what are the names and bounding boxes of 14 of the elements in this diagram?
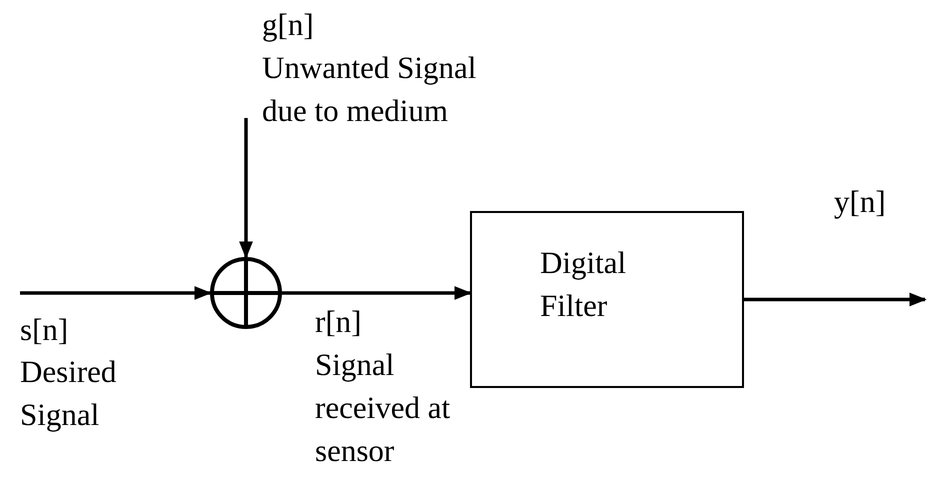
arrow bbox=[744, 292, 927, 306]
signal-name: s[n] bbox=[20, 311, 70, 349]
signal-name: g[n] bbox=[262, 6, 315, 44]
process-box bbox=[470, 211, 744, 388]
signal-description: Signal received at sensor bbox=[315, 346, 452, 470]
signal-description: Unwanted Signal due to medium bbox=[262, 49, 478, 130]
signal-name: r[n] bbox=[315, 303, 362, 341]
summing-junction bbox=[210, 257, 282, 329]
block-label: Digital Filter bbox=[540, 244, 628, 325]
arrow bbox=[282, 286, 472, 300]
arrow bbox=[239, 118, 253, 259]
signal-name: y[n] bbox=[834, 183, 887, 221]
signal-description: Desired Signal bbox=[20, 353, 118, 434]
arrow bbox=[20, 286, 212, 300]
